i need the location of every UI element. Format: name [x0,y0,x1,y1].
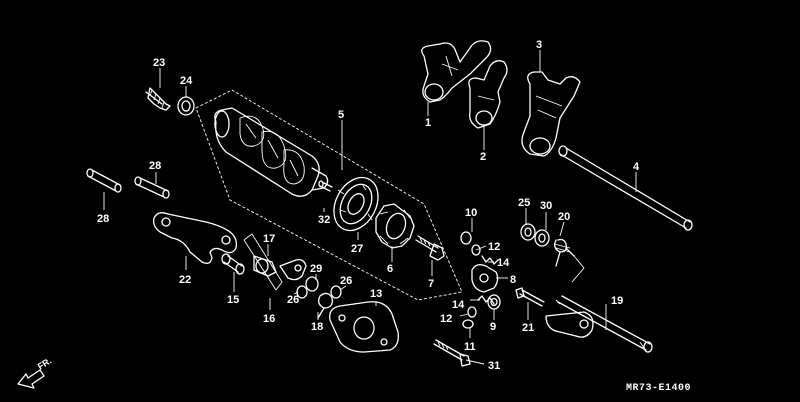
callout-21[interactable]: 21 [522,322,534,334]
callout-8[interactable]: 8 [510,274,516,286]
part-32-pin[interactable] [318,180,333,192]
part-27-bearing[interactable] [325,170,387,238]
callout-6[interactable]: 6 [387,263,393,275]
part-18-spring[interactable] [317,292,333,319]
callout-13[interactable]: 13 [370,288,382,300]
part-2-shift-fork[interactable] [468,60,508,129]
assembly-guide-line [571,255,585,283]
part-23-plunger[interactable] [145,87,171,111]
part-21-bolt[interactable] [515,287,545,307]
callout-17[interactable]: 17 [263,233,275,245]
part-17-guide-plate[interactable] [253,255,307,281]
callout-19[interactable]: 19 [611,295,623,307]
part-30-collar[interactable] [534,229,550,247]
callout-numbers: 23 24 5 1 2 3 4 28 28 22 15 17 16 32 27 … [97,39,640,372]
part-11-washer[interactable] [462,319,474,329]
callout-3[interactable]: 3 [536,39,542,51]
callout-14-lower[interactable]: 14 [452,299,465,311]
part-22-stopper-plate[interactable] [152,212,238,264]
callout-1[interactable]: 1 [425,117,431,129]
callout-23[interactable]: 23 [153,57,165,69]
part-16-shift-arm-group[interactable] [243,233,283,291]
callout-11[interactable]: 11 [464,341,476,353]
callout-15[interactable]: 15 [227,294,239,306]
part-12-upper-roller[interactable] [471,244,481,256]
callout-7[interactable]: 7 [428,278,434,290]
part-28-pin-left[interactable] [86,168,122,193]
callout-20[interactable]: 20 [558,211,570,223]
callout-9[interactable]: 9 [490,321,496,333]
callout-30[interactable]: 30 [540,200,552,212]
part-4-fork-shaft[interactable] [558,145,693,231]
callout-18[interactable]: 18 [311,321,323,333]
part-14-upper-spring[interactable] [481,255,499,265]
callout-10[interactable]: 10 [465,207,477,219]
part-13-shift-plate[interactable] [329,301,399,353]
part-10-cap[interactable] [460,231,472,245]
callout-14-upper[interactable]: 14 [497,257,510,269]
callout-4[interactable]: 4 [633,161,640,173]
callout-28-right[interactable]: 28 [149,160,161,172]
callout-27[interactable]: 27 [351,243,363,255]
part-7-bolt[interactable] [415,235,445,261]
part-12-lower-roller[interactable] [467,306,477,318]
part-28-pin-right[interactable] [134,176,170,199]
front-arrow-icon [17,369,45,389]
callout-26-right[interactable]: 26 [340,275,352,287]
part-20-return-spring[interactable] [553,238,575,267]
part-26-washer-right[interactable] [330,285,342,299]
callout-28-left[interactable]: 28 [97,213,109,225]
callout-26-left[interactable]: 26 [287,294,299,306]
callout-25[interactable]: 25 [518,197,530,209]
callout-2[interactable]: 2 [480,151,486,163]
part-6-drum-cam[interactable] [375,203,415,249]
part-1-shift-fork[interactable] [421,40,492,103]
callout-32[interactable]: 32 [318,214,330,226]
part-9-collar[interactable] [487,294,501,310]
leader-lines [103,50,637,365]
part-8-stopper-arm[interactable] [471,264,499,293]
callout-22[interactable]: 22 [179,274,191,286]
callout-12-lower[interactable]: 12 [440,313,452,325]
part-31-bolt[interactable] [433,339,471,367]
front-label: FR. [36,356,54,372]
part-19-shift-spindle[interactable] [545,295,653,353]
callout-29[interactable]: 29 [310,263,322,275]
part-29-washer[interactable] [305,276,319,292]
part-25-washer[interactable] [520,223,536,241]
callout-24[interactable]: 24 [180,75,193,87]
callout-31[interactable]: 31 [488,360,500,372]
front-direction-marker: FR. [17,356,54,389]
part-24-washer[interactable] [177,96,195,116]
callout-12-upper[interactable]: 12 [488,241,500,253]
callout-5[interactable]: 5 [338,109,344,121]
part-15-collar[interactable] [221,253,245,275]
callout-16[interactable]: 16 [263,313,275,325]
part-3-shift-fork[interactable] [521,71,581,157]
diagram-code: MR73-E1400 [626,383,691,394]
